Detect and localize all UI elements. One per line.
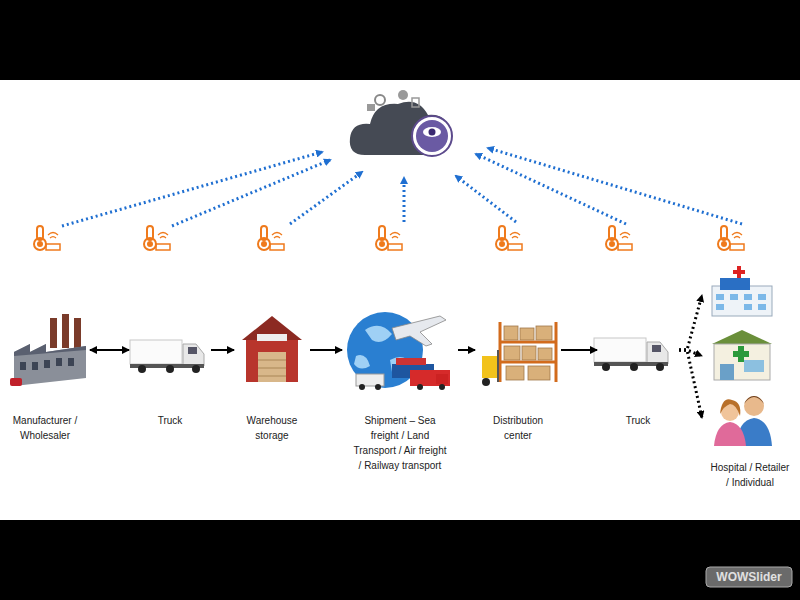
warehouse-icon <box>242 316 302 382</box>
shipment-icon <box>347 312 450 390</box>
thermometer-icon <box>376 226 402 250</box>
stage-label: Manufacturer / Wholesaler <box>3 413 87 443</box>
stage-label: Truck <box>132 413 208 428</box>
hospital-icon <box>712 266 772 316</box>
thermometer-icon <box>606 226 632 250</box>
thermometer-icon <box>144 226 170 250</box>
stage-node: Truck <box>132 305 208 428</box>
factory-icon <box>10 314 86 386</box>
stage-label: Hospital / Retailer / Individual <box>710 460 790 490</box>
retailer-icon <box>712 330 772 380</box>
truck-icon <box>130 340 204 373</box>
individual-icon <box>714 396 772 446</box>
stage-label: Warehouse storage <box>237 413 307 443</box>
thermometer-icon <box>496 226 522 250</box>
stage-label: Distribution center <box>478 413 558 443</box>
thermometer-icon <box>258 226 284 250</box>
stage-node: Truck <box>600 305 676 428</box>
temperature-sensors <box>34 226 744 250</box>
flow-arrow <box>458 350 475 351</box>
flow-arrow <box>679 295 702 418</box>
stage-label: Truck <box>600 413 676 428</box>
distribution-icon <box>482 322 556 386</box>
cloud-icon <box>350 90 452 156</box>
stage-node: Manufacturer / Wholesaler <box>3 305 87 443</box>
flow-arrow <box>211 350 234 351</box>
stage-node: Hospital / Retailer / Individual <box>705 268 795 490</box>
thermometer-icon <box>718 226 744 250</box>
stage-node: Distribution center <box>478 305 558 443</box>
flow-arrow <box>561 350 597 351</box>
watermark: WOWSlider <box>708 569 790 585</box>
stage-node: Shipment – Sea freight / Land Transport … <box>345 305 455 473</box>
flow-arrow <box>310 350 342 351</box>
stage-label: Shipment – Sea freight / Land Transport … <box>353 413 447 473</box>
thermometer-icon <box>34 226 60 250</box>
stage-node: Warehouse storage <box>237 305 307 443</box>
flow-arrow <box>90 350 129 351</box>
sensor-cloud-arrows <box>62 148 742 226</box>
